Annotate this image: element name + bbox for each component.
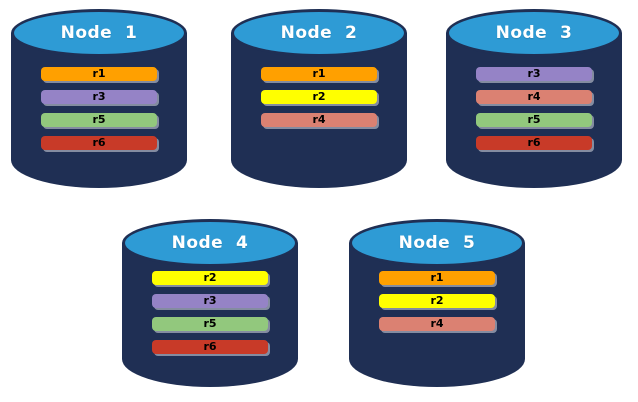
replica-bar-list: r1 r2 r4 — [379, 271, 495, 331]
replica-bar-r5: r5 — [476, 113, 592, 127]
cylinder-body — [11, 33, 187, 188]
replica-bar-r2: r2 — [152, 271, 268, 285]
replica-bar-r2: r2 — [261, 90, 377, 104]
replica-bar-r6: r6 — [41, 136, 157, 150]
replica-bar-r4: r4 — [379, 317, 495, 331]
replica-bar-r3: r3 — [41, 90, 157, 104]
cylinder-body — [446, 33, 622, 188]
replica-bar-r3: r3 — [152, 294, 268, 308]
replica-bar-r1: r1 — [261, 67, 377, 81]
node-title: Node 1 — [60, 23, 138, 43]
replica-bar-list: r1 r3 r5 r6 — [41, 67, 157, 150]
node-cylinder-4: Node 4 r2 r3 r5 r6 — [122, 219, 298, 387]
replica-bar-list: r3 r4 r5 r6 — [476, 67, 592, 150]
replica-bar-list: r1 r2 r4 — [261, 67, 377, 127]
cylinder-body — [122, 243, 298, 387]
replica-bar-r6: r6 — [476, 136, 592, 150]
cylinder-top-ellipse: Node 1 — [11, 9, 187, 57]
replica-bar-r1: r1 — [41, 67, 157, 81]
cylinder-top-ellipse: Node 3 — [446, 9, 622, 57]
replica-bar-r3: r3 — [476, 67, 592, 81]
replica-bar-r6: r6 — [152, 340, 268, 354]
node-title: Node 4 — [171, 233, 249, 253]
node-cylinder-1: Node 1 r1 r3 r5 r6 — [11, 9, 187, 188]
cylinder-body — [349, 243, 525, 387]
replica-bar-r5: r5 — [41, 113, 157, 127]
cylinder-top-ellipse: Node 5 — [349, 219, 525, 267]
node-title: Node 2 — [280, 23, 358, 43]
replica-bar-r4: r4 — [261, 113, 377, 127]
cylinder-top-ellipse: Node 4 — [122, 219, 298, 267]
node-title: Node 5 — [398, 233, 476, 253]
replica-bar-r2: r2 — [379, 294, 495, 308]
node-cylinder-3: Node 3 r3 r4 r5 r6 — [446, 9, 622, 188]
node-cylinder-5: Node 5 r1 r2 r4 — [349, 219, 525, 387]
node-cylinder-2: Node 2 r1 r2 r4 — [231, 9, 407, 188]
replica-bar-list: r2 r3 r5 r6 — [152, 271, 268, 354]
replica-bar-r5: r5 — [152, 317, 268, 331]
replica-bar-r1: r1 — [379, 271, 495, 285]
replica-bar-r4: r4 — [476, 90, 592, 104]
cylinder-body — [231, 33, 407, 188]
cylinder-top-ellipse: Node 2 — [231, 9, 407, 57]
node-title: Node 3 — [495, 23, 573, 43]
